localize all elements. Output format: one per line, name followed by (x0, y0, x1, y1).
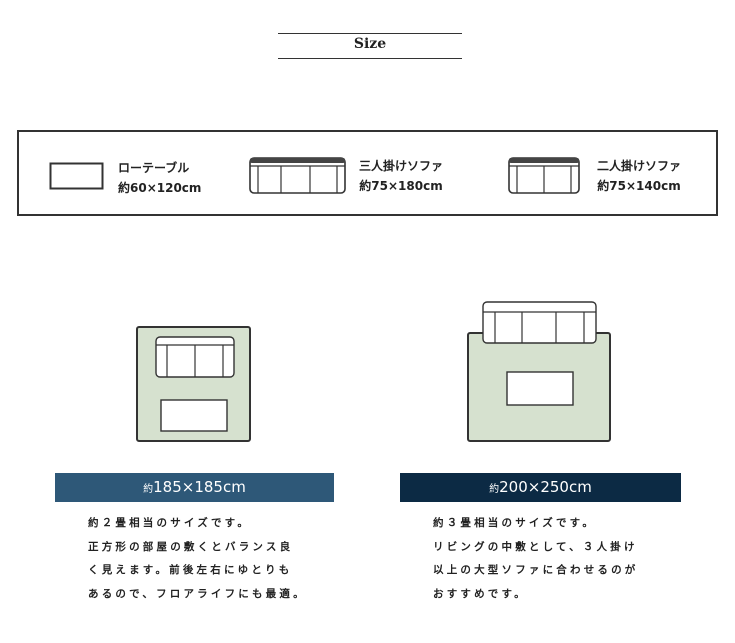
size-label: 185×185cm (153, 478, 246, 496)
legend-name: 三人掛けソファ (359, 159, 444, 173)
description-line: 約３畳相当のサイズです。 (433, 517, 597, 529)
description-185: 約２畳相当のサイズです。 正方形の部屋の敷くとバランス良 く見えます。前後左右に… (88, 512, 307, 606)
title-rule-bottom (278, 58, 462, 59)
description-line: 以上の大型ソファに合わせるのが (433, 564, 639, 576)
description-line: 約２畳相当のサイズです。 (88, 517, 252, 529)
legend-item-three-seat-sofa: 三人掛けソファ 約75×180cm (359, 156, 443, 196)
size-banner-200: 約200×250cm (400, 473, 681, 502)
three-seat-sofa-icon (249, 157, 346, 194)
description-line: 正方形の部屋の敷くとバランス良 (88, 540, 294, 553)
title-rule-top (278, 33, 462, 34)
low-table-icon (49, 162, 104, 190)
description-line: く見えます。前後左右にゆとりも (88, 564, 293, 576)
legend-item-low-table: ローテーブル 約60×120cm (118, 158, 201, 198)
low-table-icon (160, 399, 228, 432)
description-line: リビングの中敷として、３人掛け (433, 540, 638, 553)
size-prefix: 約 (489, 484, 500, 495)
two-seat-sofa-icon (155, 336, 235, 378)
three-seat-sofa-icon (482, 301, 597, 344)
legend-name: 二人掛けソファ (597, 159, 682, 173)
legend-item-two-seat-sofa: 二人掛けソファ 約75×140cm (597, 156, 681, 196)
legend-name: ローテーブル (118, 161, 190, 175)
size-banner-185: 約185×185cm (55, 473, 334, 502)
description-200: 約３畳相当のサイズです。 リビングの中敷として、３人掛け 以上の大型ソファに合わ… (433, 512, 639, 606)
legend-size: 約75×140cm (597, 179, 681, 193)
size-prefix: 約 (143, 484, 154, 495)
furniture-legend: ローテーブル 約60×120cm 三人掛けソファ 約75×180cm 二人掛けソ… (17, 130, 718, 216)
page-title: Size (353, 36, 387, 52)
size-label: 200×250cm (499, 478, 592, 496)
layout-200-diagram (467, 301, 611, 442)
legend-size: 約75×180cm (359, 179, 443, 193)
description-line: おすすめです。 (433, 587, 528, 600)
two-seat-sofa-icon (508, 157, 580, 194)
layout-185-diagram (136, 326, 251, 442)
legend-size: 約60×120cm (118, 181, 202, 195)
low-table-icon (506, 371, 574, 406)
description-line: あるので、フロアライフにも最適。 (88, 587, 307, 600)
